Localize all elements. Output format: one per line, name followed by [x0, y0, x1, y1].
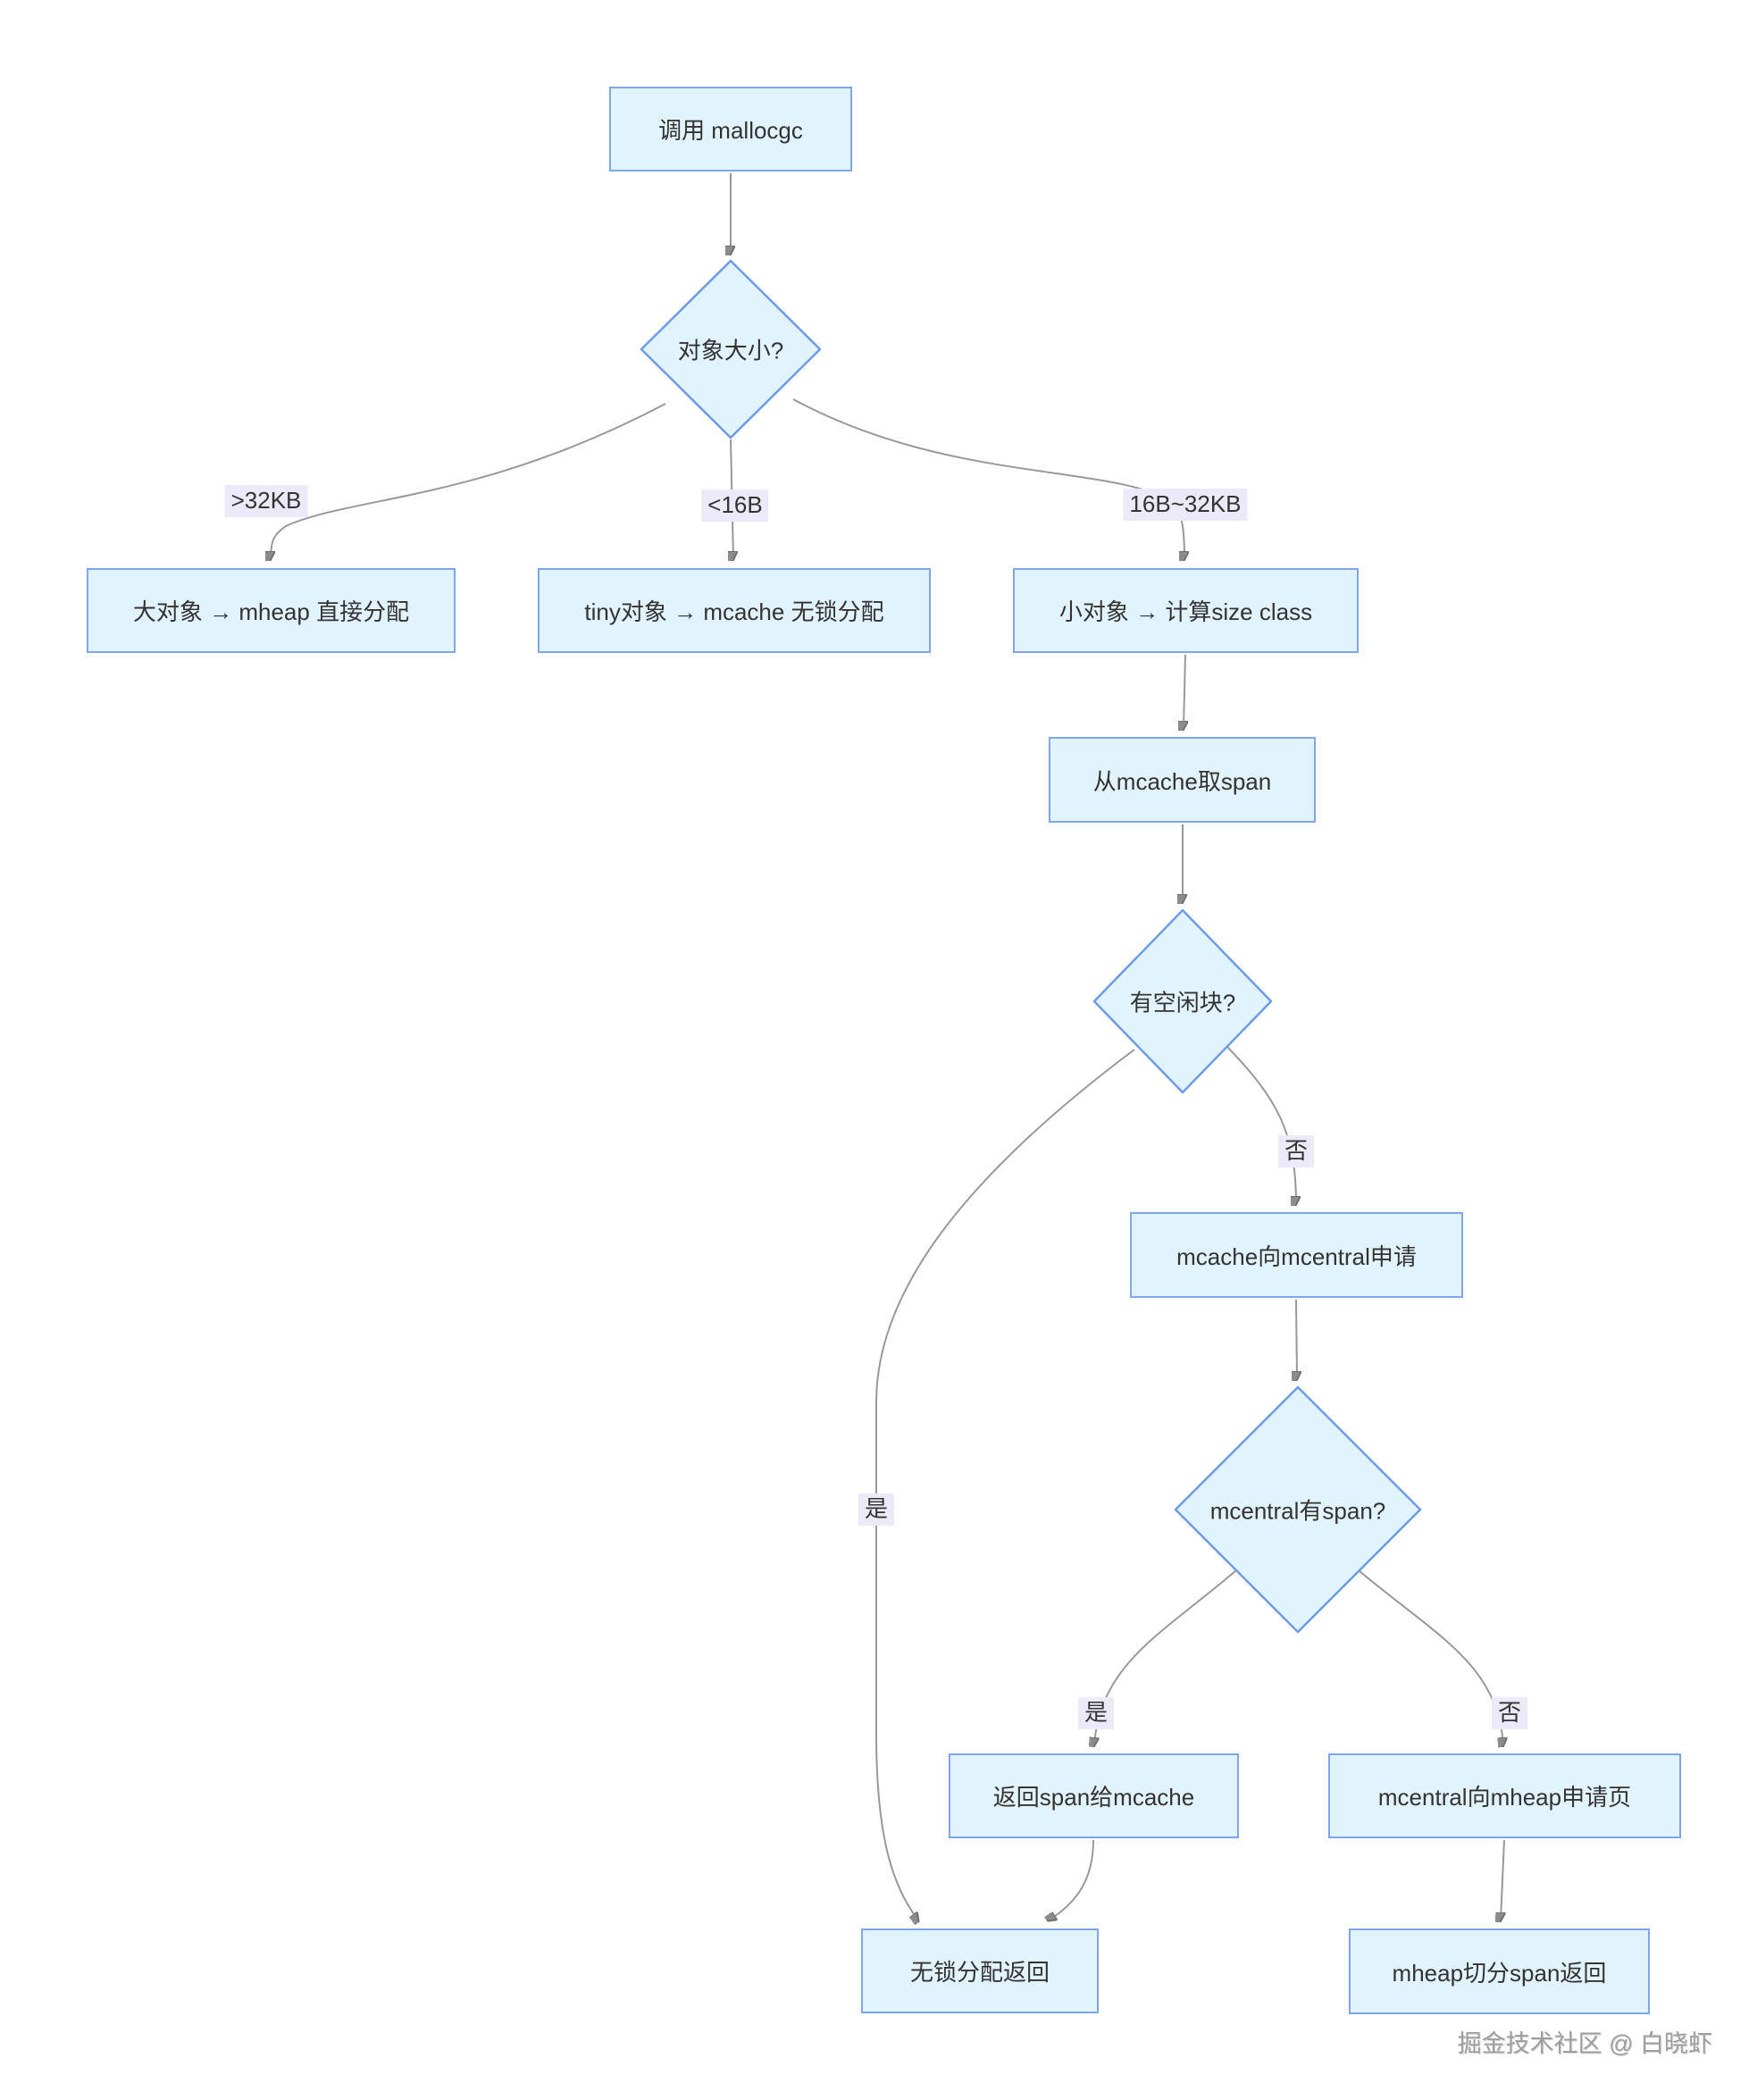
- edge-label-no-free-block: 否: [1277, 1135, 1315, 1167]
- edge-label-lt16b: <16B: [701, 489, 769, 522]
- edge-group: [271, 173, 1504, 1920]
- decision-object-size-shape: [640, 259, 822, 439]
- edge-askheap-to-split: [1501, 1839, 1504, 1920]
- edge-label-gt32kb: >32KB: [224, 485, 308, 517]
- node-mcache-ask-mcentral: mcache向mcentral申请: [1130, 1212, 1463, 1298]
- edge-size-to-small: [792, 398, 1184, 559]
- edge-central-yes-to-retspan: [1094, 1569, 1237, 1745]
- edge-label-no-mcentral-span: 否: [1491, 1697, 1528, 1729]
- decision-free-block-shape: [1092, 908, 1273, 1094]
- edge-askcentral-to-central: [1296, 1299, 1297, 1379]
- node-large-object: 大对象 → mheap 直接分配: [87, 568, 456, 653]
- edge-label-yes-mcentral-span: 是: [1077, 1697, 1115, 1729]
- decision-object-size-label: 对象大小?: [677, 337, 784, 364]
- node-return-span-to-mcache: 返回span给mcache: [949, 1753, 1239, 1838]
- node-tiny-object: tiny对象 → mcache 无锁分配: [538, 568, 931, 653]
- node-call-mallocgc: 调用 mallocgc: [609, 87, 852, 172]
- edge-size-to-big: [271, 403, 666, 559]
- edge-retspan-to-lockfree: [1049, 1839, 1094, 1920]
- node-mheap-split-span-return: mheap切分span返回: [1349, 1928, 1650, 2014]
- node-lockfree-return: 无锁分配返回: [861, 1928, 1099, 2013]
- decision-mcentral-span-shape: [1174, 1385, 1422, 1634]
- edge-free-no-to-askcentral: [1226, 1046, 1296, 1204]
- decision-mcentral-span-label: mcentral有span?: [1209, 1497, 1386, 1525]
- node-get-span-from-mcache: 从mcache取span: [1049, 737, 1316, 823]
- node-mcentral-ask-mheap: mcentral向mheap申请页: [1328, 1753, 1681, 1838]
- diamond-group: [640, 259, 1422, 1634]
- edge-label-16b-32kb: 16B~32KB: [1123, 489, 1248, 521]
- decision-free-block-label: 有空闲块?: [1129, 989, 1236, 1017]
- watermark-text: 掘金技术社区 @ 白晓虾: [1457, 2030, 1712, 2057]
- edge-free-yes-to-lockfree: [875, 1049, 1135, 1920]
- edge-small-to-getspan: [1184, 654, 1185, 729]
- node-small-object: 小对象 → 计算size class: [1013, 568, 1359, 653]
- edge-label-yes-free-block: 是: [858, 1493, 895, 1526]
- edge-central-no-to-askheap: [1358, 1569, 1503, 1745]
